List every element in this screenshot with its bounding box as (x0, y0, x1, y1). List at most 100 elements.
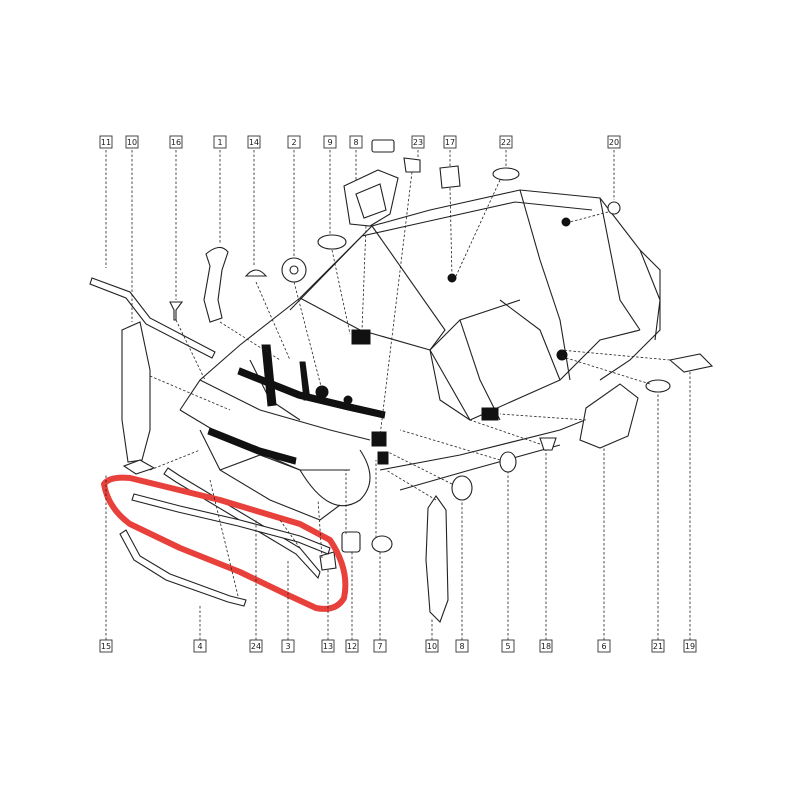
clip-part-16 (169, 301, 184, 321)
callout-top-22: 22 (499, 135, 513, 149)
callout-number: 19 (685, 642, 695, 651)
patch-part-19 (668, 353, 714, 373)
pad-part-10-left (121, 321, 151, 463)
callout-number: 13 (323, 642, 333, 651)
callout-number: 10 (427, 642, 437, 651)
callout-box (373, 639, 387, 653)
clip-part-18 (539, 437, 557, 451)
callout-bottom-18: 18 (539, 639, 553, 653)
cap-part-22 (492, 167, 520, 181)
callout-number: 18 (541, 642, 551, 651)
callout-number: 16 (171, 138, 181, 147)
callout-box (501, 639, 515, 653)
callout-box (455, 639, 469, 653)
callout-box (597, 639, 611, 653)
callout-box (349, 135, 363, 149)
callout-number: 8 (353, 138, 358, 147)
connector-part-23 (403, 157, 421, 173)
callout-box (193, 639, 207, 653)
callout-number: 24 (251, 642, 261, 651)
callout-box (411, 135, 425, 149)
callout-top-11: 11 (99, 135, 113, 149)
body-seal-strips (207, 217, 571, 465)
highlight-ring (101, 474, 349, 612)
hose-part-1 (203, 246, 229, 323)
callout-box (499, 135, 513, 149)
plug-part-9 (317, 234, 347, 250)
callout-top-10: 10 (125, 135, 139, 149)
callout-bottom-19: 19 (683, 639, 697, 653)
callout-number: 22 (501, 138, 511, 147)
callout-bottom-3: 3 (281, 639, 295, 653)
callout-box (539, 639, 553, 653)
callout-bottom-5: 5 (501, 639, 515, 653)
callout-box (683, 639, 697, 653)
callout-number: 10 (127, 138, 137, 147)
block-part-6 (579, 383, 639, 449)
callout-box (99, 639, 113, 653)
strip-part-11 (89, 277, 216, 359)
callout-bottom-15: 15 (99, 639, 113, 653)
callout-number: 20 (609, 138, 619, 147)
callout-box (247, 135, 261, 149)
callout-box (425, 639, 439, 653)
callout-box (99, 135, 113, 149)
callout-box (281, 639, 295, 653)
patch-part-15 (122, 459, 156, 475)
callout-top-17: 17 (443, 135, 457, 149)
callout-bottom-6: 6 (597, 639, 611, 653)
callout-bottom-10: 10 (425, 639, 439, 653)
callout-top-8: 8 (349, 135, 363, 149)
callout-number: 21 (653, 642, 663, 651)
callouts-bottom: 15 4 24 3 13 12 7 10 8 5 18 6 21 19 (99, 639, 697, 653)
frame-part-23 (371, 139, 395, 153)
callout-bottom-21: 21 (651, 639, 665, 653)
callout-number: 4 (197, 642, 202, 651)
callout-number: 8 (459, 642, 464, 651)
grommet-part-5 (499, 451, 517, 473)
callout-number: 23 (413, 138, 423, 147)
plug-part-8 (451, 475, 473, 501)
callout-box (125, 135, 139, 149)
plug-part-7 (371, 535, 393, 553)
callout-bottom-7: 7 (373, 639, 387, 653)
leader-lines (105, 150, 691, 640)
callout-box (443, 135, 457, 149)
callout-number: 14 (249, 138, 259, 147)
callout-bottom-24: 24 (249, 639, 263, 653)
cap-part-21 (645, 379, 671, 393)
callout-bottom-4: 4 (193, 639, 207, 653)
callout-number: 6 (601, 642, 606, 651)
callout-number: 17 (445, 138, 455, 147)
callout-box (213, 135, 227, 149)
seal-strip-part-24 (131, 493, 331, 555)
callout-number: 2 (291, 138, 296, 147)
callout-number: 15 (101, 642, 111, 651)
callout-number: 12 (347, 642, 357, 651)
callout-box (607, 135, 621, 149)
callout-box (321, 639, 335, 653)
callout-number: 1 (217, 138, 222, 147)
callout-top-20: 20 (607, 135, 621, 149)
callout-top-9: 9 (323, 135, 337, 149)
callout-top-16: 16 (169, 135, 183, 149)
callout-bottom-12: 12 (345, 639, 359, 653)
cap-part-14 (244, 269, 268, 277)
washer-part-20 (607, 201, 621, 215)
seal-strip-part-4 (119, 529, 247, 607)
car-body-outline (179, 189, 661, 521)
callout-bottom-8: 8 (455, 639, 469, 653)
callout-top-2: 2 (287, 135, 301, 149)
callout-top-14: 14 (247, 135, 261, 149)
callout-box (651, 639, 665, 653)
callout-top-23: 23 (411, 135, 425, 149)
pad-part-10-right (425, 495, 449, 623)
callout-top-1: 1 (213, 135, 227, 149)
callout-box (323, 135, 337, 149)
callout-number: 11 (101, 138, 111, 147)
callout-box (345, 639, 359, 653)
callout-box (287, 135, 301, 149)
sheet-part-17 (439, 165, 461, 189)
